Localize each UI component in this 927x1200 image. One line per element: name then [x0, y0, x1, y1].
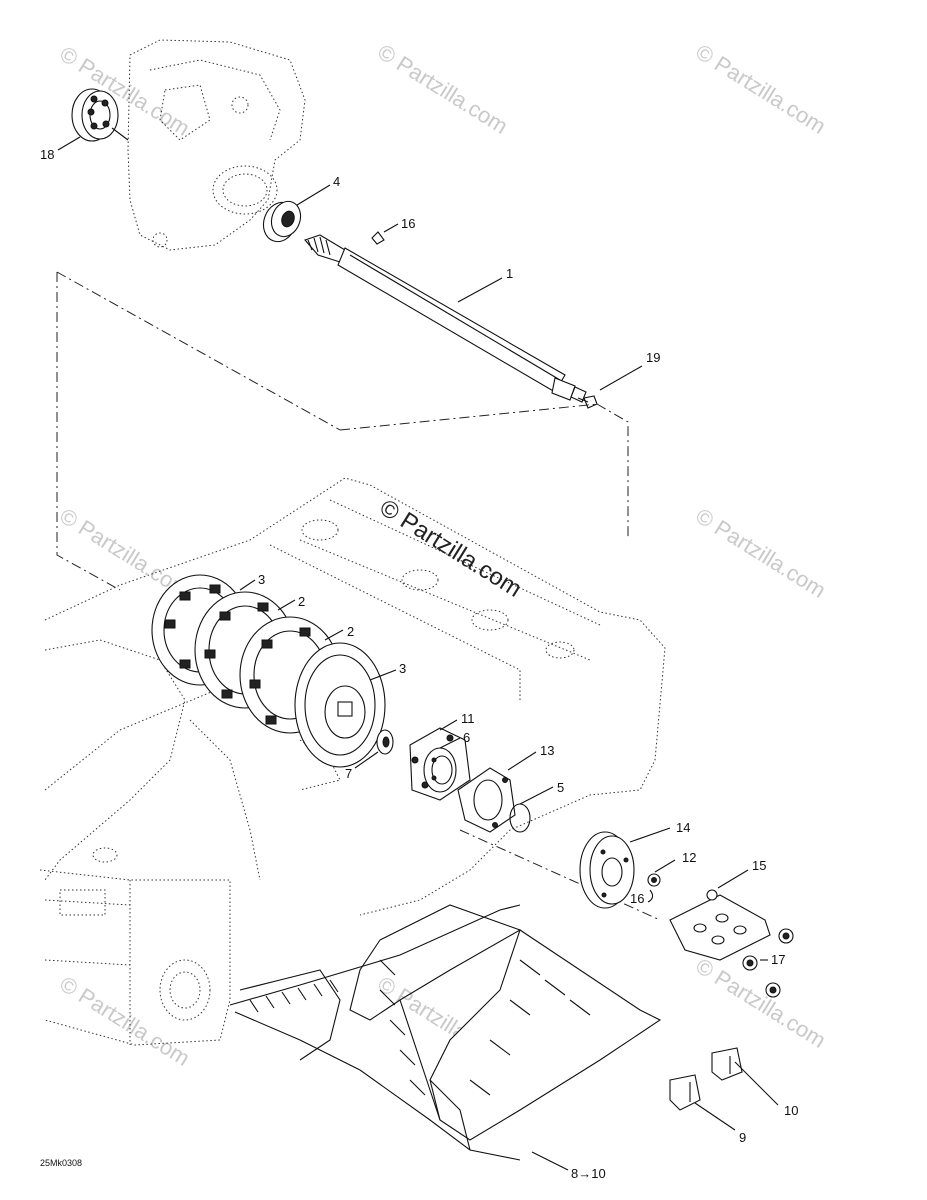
callout-10: 10: [784, 1103, 798, 1118]
watermark-bottom-left: © Partzilla.com: [55, 971, 194, 1071]
callout-3-b: 3: [399, 661, 406, 676]
track-8: [229, 904, 662, 1161]
nut-12: [647, 873, 661, 887]
watermark-main: © Partzilla.com: [375, 494, 526, 603]
washer-7: [376, 729, 394, 755]
callout-2-a: 2: [298, 594, 305, 609]
callout-3-a: 3: [258, 572, 265, 587]
watermark-top-center: © Partzilla.com: [373, 39, 512, 139]
callout-7: 7: [345, 766, 352, 781]
watermark-top-right: © Partzilla.com: [691, 39, 830, 139]
clip-9: [669, 1074, 701, 1111]
callout-2-b: 2: [347, 624, 354, 639]
callout-8-10: 8→10: [571, 1166, 606, 1181]
callout-9: 9: [739, 1130, 746, 1145]
callout-13: 13: [540, 743, 554, 758]
callout-5: 5: [557, 780, 564, 795]
callout-15: 15: [752, 858, 766, 873]
clip-10: [711, 1047, 743, 1081]
diagram-code: 25Mk0308: [40, 1158, 82, 1168]
plate-15: [669, 889, 771, 961]
bearing-18: [71, 88, 129, 142]
drive-axle-1: [304, 234, 587, 403]
callout-16-top: 16: [401, 216, 415, 231]
callout-17: 17: [771, 952, 785, 967]
assembly-outline: [56, 271, 629, 591]
callout-14: 14: [676, 820, 690, 835]
pin-16-bottom: [647, 889, 654, 903]
nuts-17: [742, 928, 794, 998]
callout-12: 12: [682, 850, 696, 865]
key-16-top: [371, 231, 385, 245]
callout-6: 6: [463, 730, 470, 745]
callout-11: 11: [461, 711, 475, 726]
hub-14: [459, 829, 661, 921]
callout-1: 1: [506, 266, 513, 281]
callout-labels: 1 2 2 3 3 4 5 6 7 8→10 9 10 11 12 13 14 …: [40, 147, 798, 1181]
callout-4: 4: [333, 174, 340, 189]
chaincase-housing: [127, 39, 306, 251]
watermark-bottom-right: © Partzilla.com: [691, 953, 830, 1053]
watermark-mid-right: © Partzilla.com: [691, 503, 830, 603]
tunnel-frame: [39, 477, 666, 1046]
ring-5: [509, 803, 531, 833]
bearing-6: [423, 747, 457, 793]
flange-13: [457, 767, 516, 833]
bearing-4: [262, 200, 302, 243]
callout-19: 19: [646, 350, 660, 365]
leader-lines: [57, 136, 779, 1171]
sprocket-3-inner: [294, 642, 386, 768]
callout-16-bottom: 16: [630, 891, 644, 906]
callout-18: 18: [40, 147, 54, 162]
